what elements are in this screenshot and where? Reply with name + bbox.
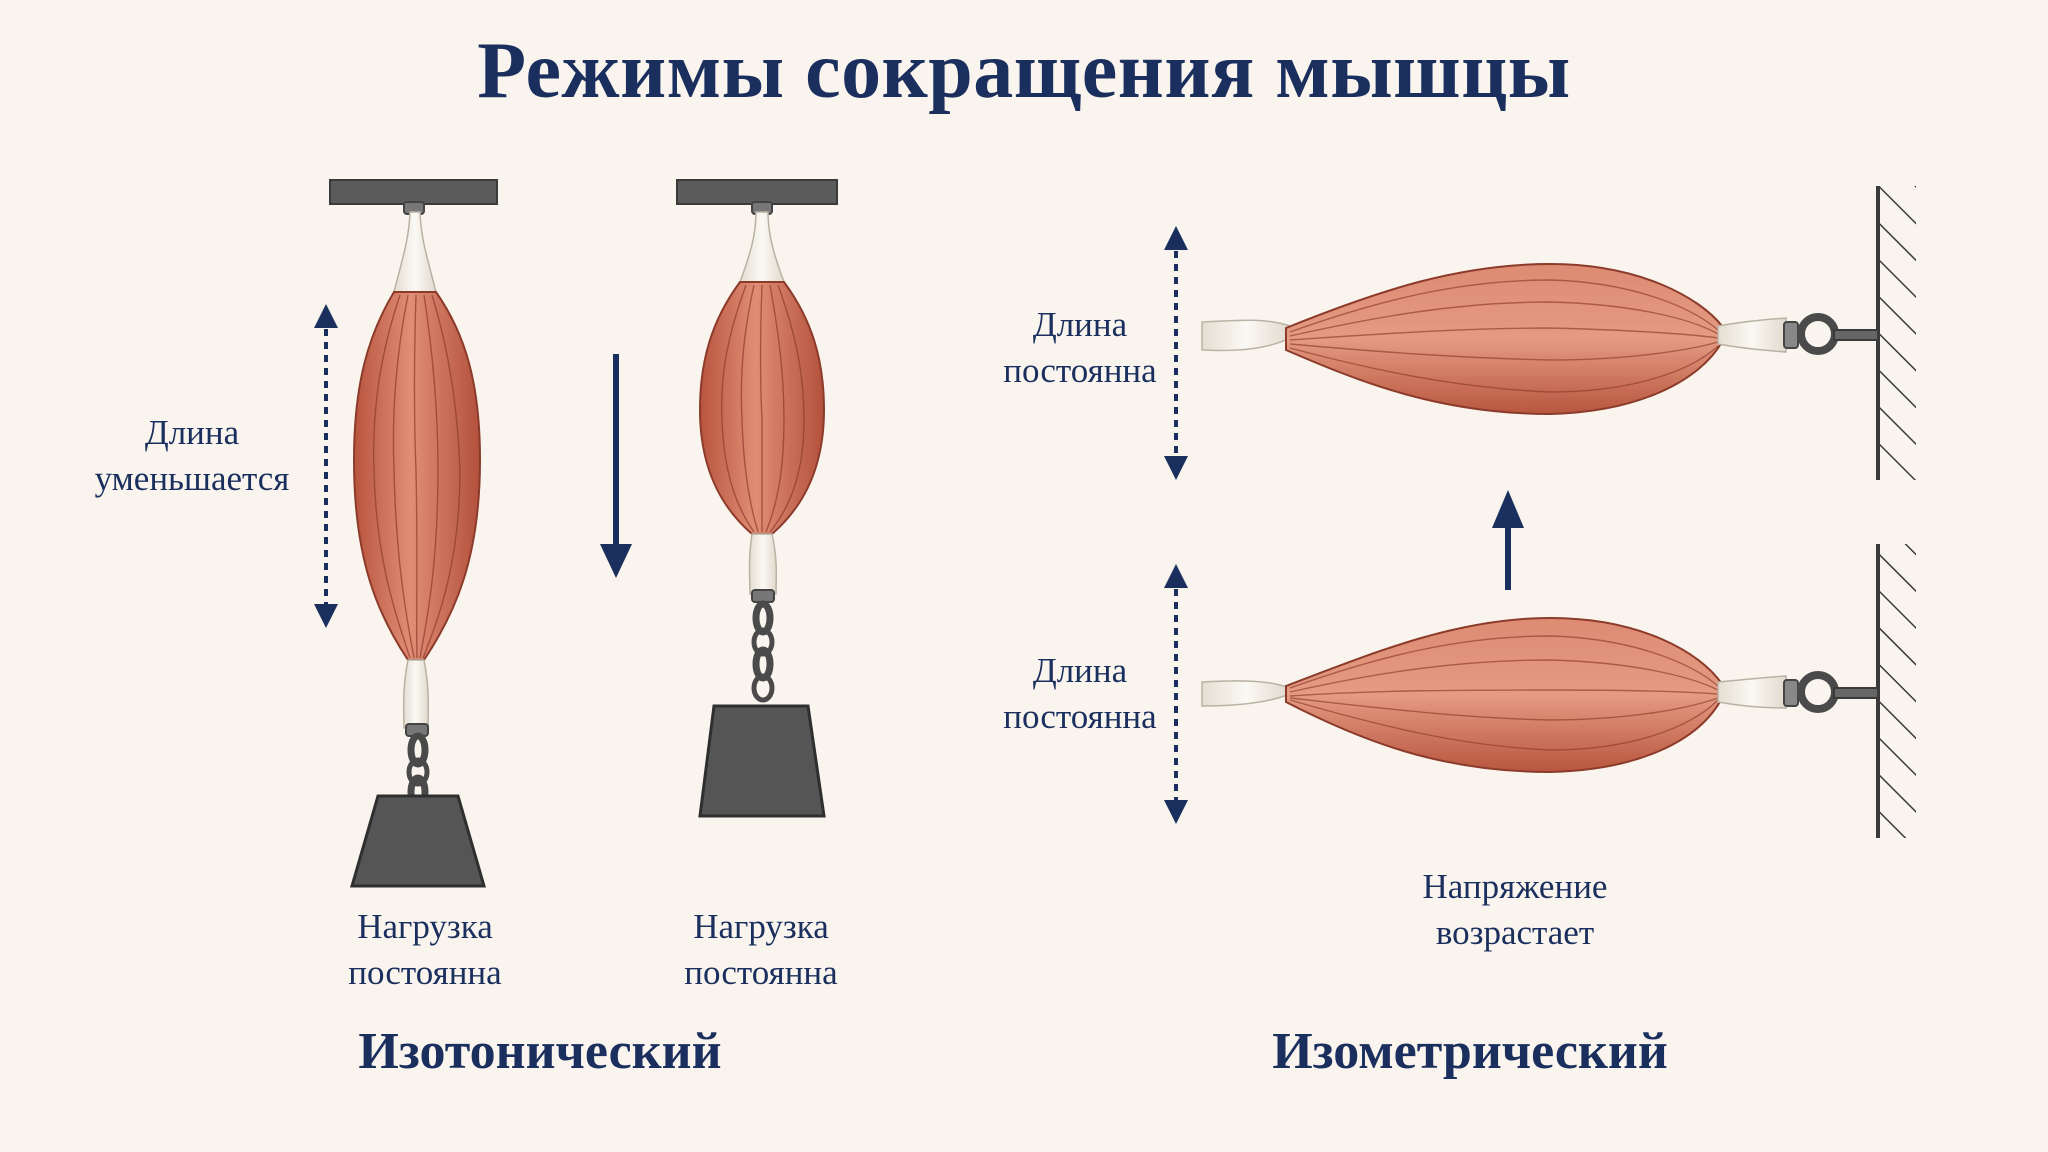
isotonic-heading: Изотонический [358, 1023, 722, 1080]
load-caption-a-line1: Нагрузка [357, 907, 493, 946]
ring-top [1797, 313, 1839, 355]
ceiling-bar-left [329, 179, 498, 205]
length-note-a-line1: Длина [144, 413, 240, 452]
load-caption-b: Нагрузка постоянна [636, 904, 886, 996]
tendon-lower-b [748, 533, 778, 595]
load-caption-a: Нагрузка постоянна [300, 904, 550, 996]
load-caption-b-line1: Нагрузка [693, 907, 829, 946]
load-caption-a-line2: постоянна [348, 953, 502, 992]
muscle-belly-bottom [1285, 616, 1723, 774]
isometric-muscle-top [1164, 186, 1916, 480]
length-caption-bottom: Длина постоянна [980, 648, 1180, 740]
weight-a [350, 794, 486, 888]
tension-direction-arrow [1492, 490, 1524, 590]
tendon-upper-b [738, 211, 786, 283]
tendon-lower-a [402, 659, 430, 729]
length-note-a-line2: уменьшается [94, 459, 290, 498]
tendon-upper-a [393, 211, 437, 293]
weight-b [698, 704, 826, 818]
isotonic-muscle-b [676, 179, 838, 818]
tension-caption: Напряжение возрастает [1390, 864, 1640, 956]
ring-bottom [1797, 671, 1839, 713]
length-caption-top-line1: Длина [1032, 305, 1128, 344]
length-caption-bottom-line2: постоянна [1003, 697, 1157, 736]
wall-bottom [1878, 544, 1916, 838]
wall-top [1878, 186, 1916, 480]
tension-caption-line1: Напряжение [1422, 867, 1608, 906]
muscle-belly-top [1285, 262, 1723, 416]
tension-caption-line2: возрастает [1435, 913, 1595, 952]
chain-b [751, 600, 775, 703]
diagram-title: Режимы сокращения мышцы [477, 27, 1571, 115]
load-caption-b-line2: постоянна [684, 953, 838, 992]
isotonic-muscle-a [314, 179, 498, 888]
ceiling-bar-right [676, 179, 838, 205]
length-caption-bottom-line1: Длина [1032, 651, 1128, 690]
shortening-direction-arrow [600, 354, 632, 578]
length-caption-top: Длина постоянна [980, 302, 1180, 394]
length-note-a: Длина уменьшается [72, 410, 312, 502]
length-caption-top-line2: постоянна [1003, 351, 1157, 390]
isometric-muscle-bottom [1164, 544, 1916, 838]
isometric-heading: Изометрический [1272, 1023, 1668, 1080]
